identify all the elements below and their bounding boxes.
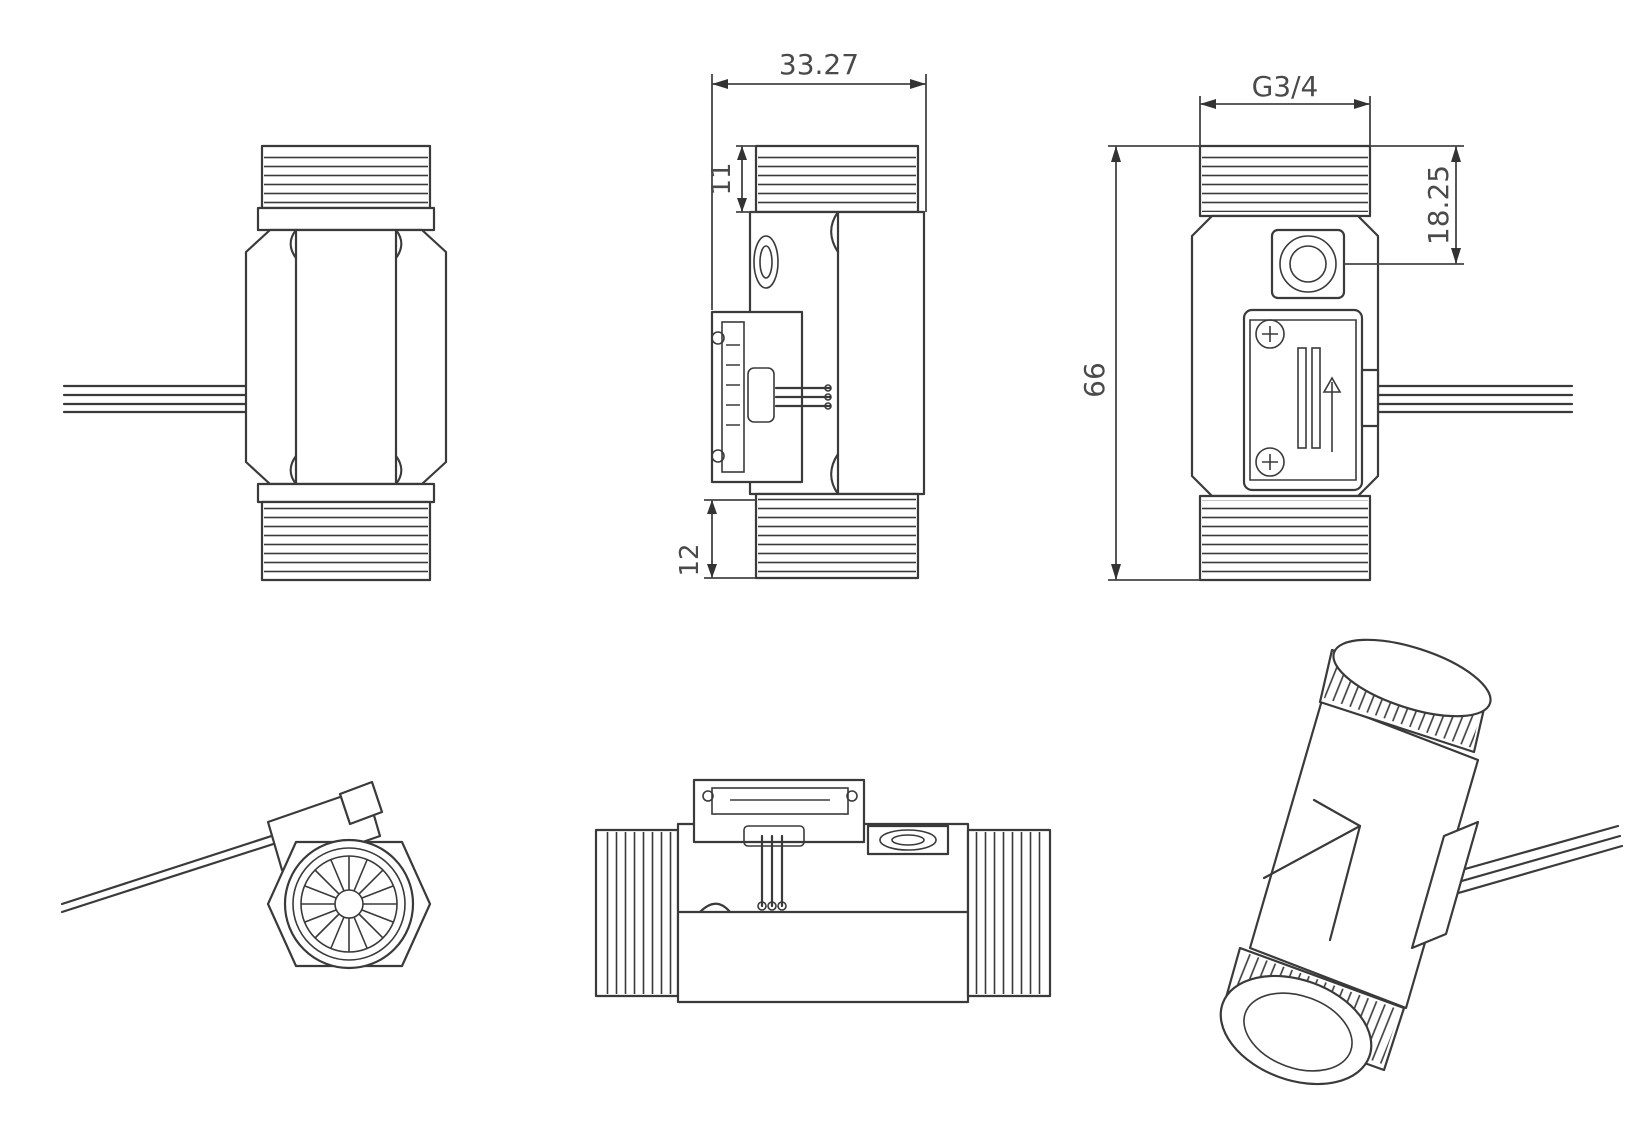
- thread-size-label: G3/4: [1252, 70, 1319, 103]
- upper-thread-dimension-label: 11: [707, 162, 737, 195]
- impeller: [301, 856, 397, 952]
- isometric-view: [1219, 638, 1624, 1086]
- side-view: 33.27 11 12: [675, 48, 927, 580]
- total-height-label: 66: [1078, 362, 1111, 398]
- end-view: [60, 780, 432, 970]
- width-dimension-label: 33.27: [779, 48, 859, 81]
- cable-bundle: [62, 384, 252, 414]
- port-offset-label: 18.25: [1422, 165, 1455, 245]
- lower-thread-dimension-label: 12: [675, 543, 705, 576]
- rear-view: G3/4 66 18.25: [1078, 70, 1574, 582]
- front-view: [62, 144, 448, 582]
- horizontal-view: [594, 778, 1052, 1004]
